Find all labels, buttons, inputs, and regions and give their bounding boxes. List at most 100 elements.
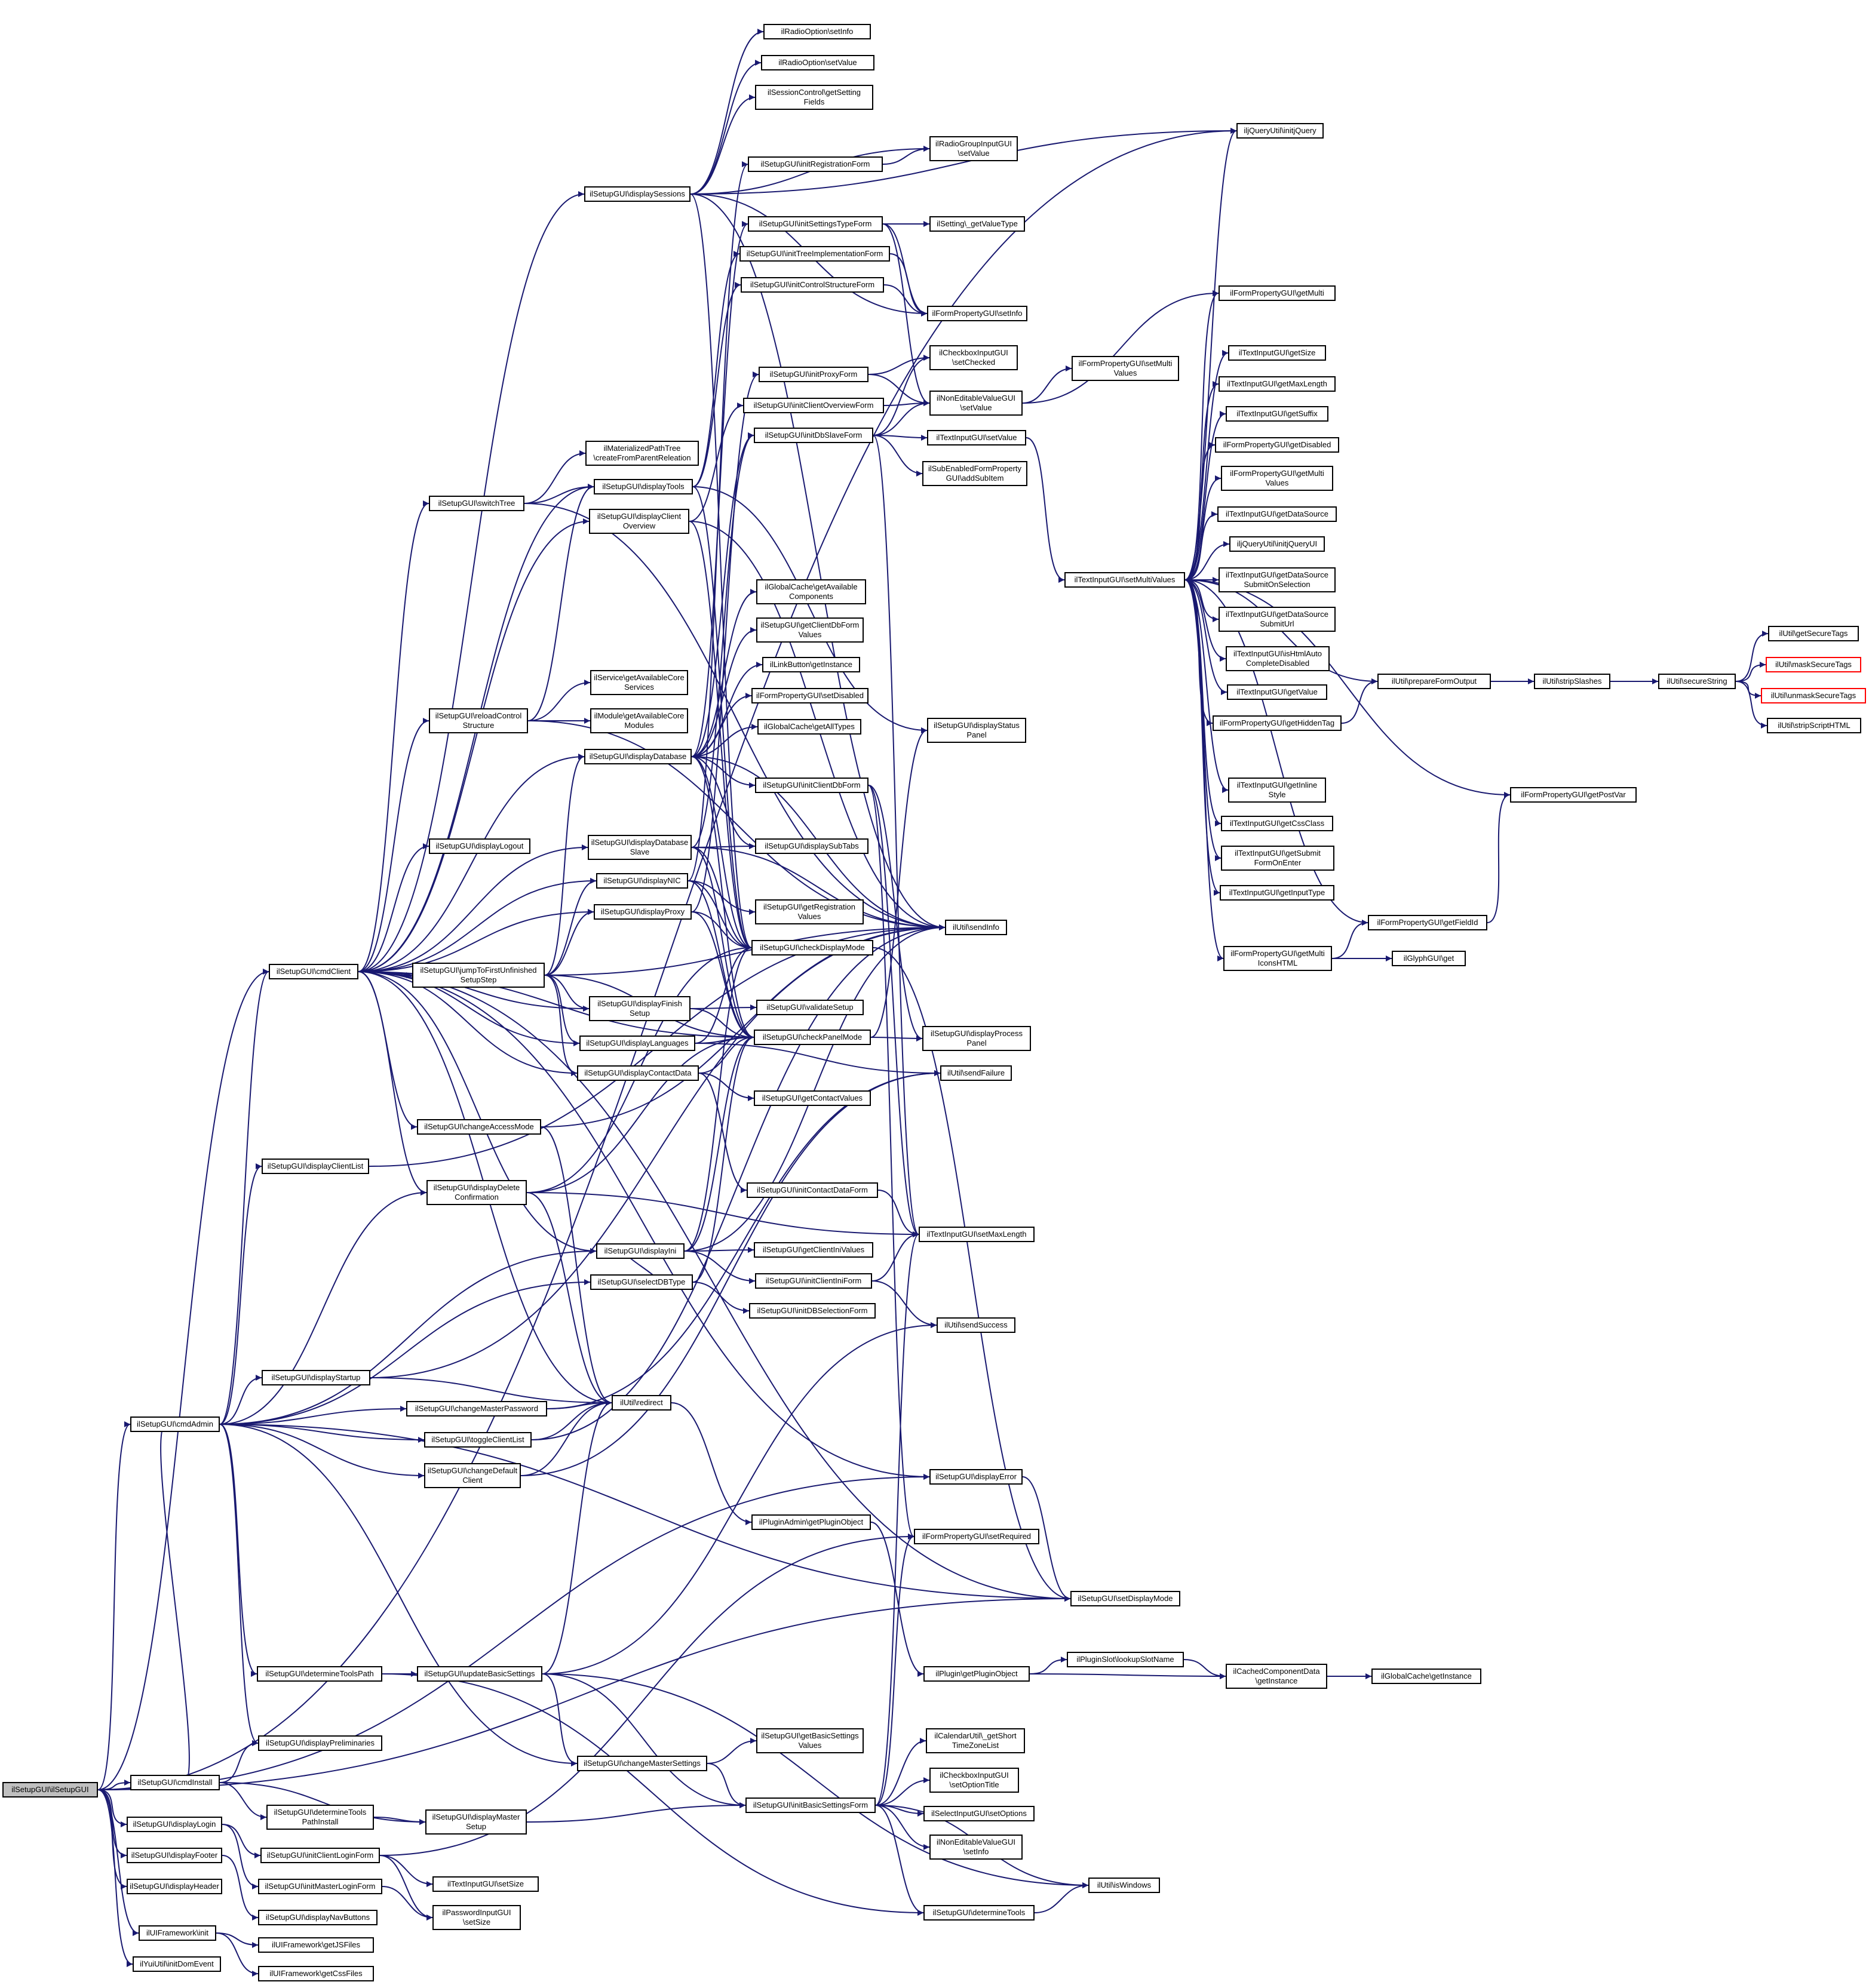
node-unmaskSecureTags[interactable]: ilUtil\unmaskSecureTags — [1761, 688, 1866, 703]
node-displayNIC[interactable]: ilSetupGUI\displayNIC — [596, 873, 688, 889]
node-getMaxLength[interactable]: ilTextInputGUI\getMaxLength — [1219, 376, 1336, 392]
node-checkboxSetOptionTitle[interactable]: ilCheckboxInputGUI \setOptionTitle — [929, 1768, 1019, 1793]
node-dataSourceSubmitUrl[interactable]: ilTextInputGUI\getDataSource SubmitUrl — [1219, 607, 1336, 632]
node-sessionControl[interactable]: ilSessionControl\getSetting Fields — [755, 85, 873, 110]
node-stripScriptHTML[interactable]: ilUtil\stripScriptHTML — [1767, 718, 1861, 733]
node-changeAccessMode[interactable]: ilSetupGUI\changeAccessMode — [417, 1119, 541, 1135]
node-getInlineStyle[interactable]: ilTextInputGUI\getInline Style — [1228, 778, 1326, 803]
node-getPostVar[interactable]: ilFormPropertyGUI\getPostVar — [1510, 787, 1637, 803]
node-getInputType[interactable]: ilTextInputGUI\getInputType — [1220, 885, 1334, 901]
node-displayLogout[interactable]: ilSetupGUI\displayLogout — [429, 838, 530, 854]
node-getMultiIconsHTML[interactable]: ilFormPropertyGUI\getMulti IconsHTML — [1223, 946, 1332, 971]
node-sendSuccess[interactable]: ilUtil\sendSuccess — [937, 1317, 1015, 1333]
node-getSize[interactable]: ilTextInputGUI\getSize — [1228, 345, 1326, 361]
node-settingValueType[interactable]: ilSetting\_getValueType — [929, 216, 1025, 232]
node-displayPreliminaries[interactable]: ilSetupGUI\displayPreliminaries — [258, 1735, 382, 1751]
node-displayFooter[interactable]: ilSetupGUI\displayFooter — [127, 1848, 222, 1863]
node-pluginAdmin[interactable]: ilPluginAdmin\getPluginObject — [751, 1514, 871, 1530]
node-nonEditableSetValue[interactable]: ilNonEditableValueGUI \setValue — [929, 391, 1023, 416]
node-displayLogin[interactable]: ilSetupGUI\displayLogin — [127, 1817, 222, 1832]
node-displayProxy[interactable]: ilSetupGUI\displayProxy — [594, 904, 692, 920]
node-initClientOverviewForm[interactable]: ilSetupGUI\initClientOverviewForm — [743, 398, 884, 413]
node-initProxyForm[interactable]: ilSetupGUI\initProxyForm — [759, 367, 868, 382]
node-toggleClientList[interactable]: ilSetupGUI\toggleClientList — [424, 1432, 532, 1448]
node-serviceGetAvailable[interactable]: ilService\getAvailableCore Services — [590, 670, 688, 695]
node-updateBasicSettings[interactable]: ilSetupGUI\updateBasicSettings — [417, 1666, 542, 1682]
node-jQueryUI[interactable]: iljQueryUtil\initjQueryUI — [1229, 536, 1325, 552]
node-pluginSlot[interactable]: ilPluginSlot\lookupSlotName — [1067, 1652, 1184, 1667]
node-dataSourceSubmitOnSelection[interactable]: ilTextInputGUI\getDataSource SubmitOnSel… — [1219, 567, 1336, 592]
node-passwordSetSize[interactable]: ilPasswordInputGUI \setSize — [432, 1905, 521, 1930]
node-displayProcessPanel[interactable]: ilSetupGUI\displayProcess Panel — [922, 1026, 1031, 1051]
node-moduleGetAvailable[interactable]: ilModule\getAvailableCore Modules — [590, 708, 688, 733]
node-nonEditableSetInfo[interactable]: ilNonEditableValueGUI \setInfo — [929, 1835, 1023, 1860]
node-globalCacheGetInstance[interactable]: ilGlobalCache\getInstance — [1371, 1669, 1481, 1684]
node-checkDisplayMode[interactable]: ilSetupGUI\checkDisplayMode — [751, 940, 873, 955]
node-displayStatusPanel[interactable]: ilSetupGUI\displayStatus Panel — [927, 718, 1026, 743]
node-initSettingsTypeForm[interactable]: ilSetupGUI\initSettingsTypeForm — [748, 216, 883, 232]
node-yuiInit[interactable]: ilYuiUtil\initDomEvent — [133, 1956, 221, 1972]
node-displayNavButtons[interactable]: ilSetupGUI\displayNavButtons — [258, 1910, 378, 1925]
node-getBasicSettingsValues[interactable]: ilSetupGUI\getBasicSettings Values — [756, 1728, 864, 1753]
node-initContactDataForm[interactable]: ilSetupGUI\initContactDataForm — [747, 1182, 878, 1198]
node-formPropSetInfo[interactable]: ilFormPropertyGUI\setInfo — [927, 306, 1027, 321]
node-formPropSetDisabled[interactable]: ilFormPropertyGUI\setDisabled — [751, 688, 868, 703]
node-getValue[interactable]: ilTextInputGUI\getValue — [1227, 684, 1327, 700]
node-getClientIniValues[interactable]: ilSetupGUI\getClientIniValues — [754, 1242, 873, 1258]
node-calendarUtil[interactable]: ilCalendarUtil\_getShort TimeZoneList — [926, 1728, 1025, 1753]
node-getDisabled[interactable]: ilFormPropertyGUI\getDisabled — [1215, 437, 1339, 453]
node-getSuffix[interactable]: ilTextInputGUI\getSuffix — [1226, 406, 1328, 422]
node-initClientLoginForm[interactable]: ilSetupGUI\initClientLoginForm — [260, 1848, 380, 1863]
node-displayError[interactable]: ilSetupGUI\displayError — [929, 1469, 1023, 1485]
node-changeDefaultClient[interactable]: ilSetupGUI\changeDefault Client — [424, 1463, 521, 1488]
node-secureString[interactable]: ilUtil\secureString — [1658, 674, 1736, 689]
node-textSetSize[interactable]: ilTextInputGUI\setSize — [432, 1876, 539, 1892]
node-switchTree[interactable]: ilSetupGUI\switchTree — [429, 496, 524, 511]
node-initDBSelectionForm[interactable]: ilSetupGUI\initDBSelectionForm — [749, 1303, 876, 1319]
node-getSecureTags[interactable]: ilUtil\getSecureTags — [1768, 626, 1859, 641]
node-getContactValues[interactable]: ilSetupGUI\getContactValues — [754, 1090, 871, 1106]
node-initClientDbForm[interactable]: ilSetupGUI\initClientDbForm — [755, 778, 868, 793]
node-formPropSetRequired[interactable]: ilFormPropertyGUI\setRequired — [914, 1529, 1039, 1544]
node-determineTools[interactable]: ilSetupGUI\determineTools — [923, 1905, 1035, 1921]
node-displayClientList[interactable]: ilSetupGUI\displayClientList — [262, 1159, 369, 1174]
node-displayIni[interactable]: ilSetupGUI\displayIni — [596, 1243, 685, 1259]
node-validateSetup[interactable]: ilSetupGUI\validateSetup — [756, 1000, 864, 1015]
node-displaySessions[interactable]: ilSetupGUI\displaySessions — [584, 186, 690, 202]
node-prepareFormOutput[interactable]: ilUtil\prepareFormOutput — [1377, 674, 1491, 689]
node-stripSlashes[interactable]: ilUtil\stripSlashes — [1534, 674, 1610, 689]
node-initMasterLoginForm[interactable]: ilSetupGUI\initMasterLoginForm — [258, 1879, 382, 1894]
node-cmdAdmin[interactable]: ilSetupGUI\cmdAdmin — [130, 1417, 220, 1432]
node-displayDeleteConfirmation[interactable]: ilSetupGUI\displayDelete Confirmation — [426, 1180, 527, 1205]
node-displayContactData[interactable]: ilSetupGUI\displayContactData — [577, 1065, 699, 1081]
node-checkboxSetChecked[interactable]: ilCheckboxInputGUI \setChecked — [929, 345, 1018, 370]
node-glyphGet[interactable]: ilGlyphGUI\get — [1392, 951, 1466, 966]
node-getMulti[interactable]: ilFormPropertyGUI\getMulti — [1219, 285, 1336, 301]
node-selectDBType[interactable]: ilSetupGUI\selectDBType — [590, 1274, 693, 1290]
node-pluginGetPluginObject[interactable]: ilPlugin\getPluginObject — [923, 1666, 1030, 1682]
node-displayHeader[interactable]: ilSetupGUI\displayHeader — [127, 1879, 222, 1894]
node-root[interactable]: ilSetupGUI\ilSetupGUI — [2, 1782, 98, 1798]
node-displayFinishSetup[interactable]: ilSetupGUI\displayFinish Setup — [589, 996, 690, 1021]
node-getRegistrationValues[interactable]: ilSetupGUI\getRegistration Values — [755, 899, 864, 924]
node-determineToolsPathInstall[interactable]: ilSetupGUI\determineTools PathInstall — [266, 1805, 374, 1830]
node-initDbSlaveForm[interactable]: ilSetupGUI\initDbSlaveForm — [754, 428, 873, 443]
node-linkButton[interactable]: ilLinkButton\getInstance — [762, 657, 860, 672]
node-getDataSource[interactable]: ilTextInputGUI\getDataSource — [1217, 506, 1337, 522]
node-displayStartup[interactable]: ilSetupGUI\displayStartup — [262, 1370, 370, 1385]
node-getCssFiles[interactable]: ilUIFramework\getCssFiles — [258, 1966, 374, 1981]
node-displayTools[interactable]: ilSetupGUI\displayTools — [594, 479, 693, 494]
node-initTreeImplementationForm[interactable]: ilSetupGUI\initTreeImplementationForm — [739, 246, 890, 262]
node-changeMasterPassword[interactable]: ilSetupGUI\changeMasterPassword — [406, 1401, 547, 1417]
node-textSetMaxLength[interactable]: ilTextInputGUI\setMaxLength — [919, 1227, 1035, 1242]
node-setMultiValues[interactable]: ilTextInputGUI\setMultiValues — [1064, 572, 1185, 588]
node-setDisplayMode[interactable]: ilSetupGUI\setDisplayMode — [1070, 1591, 1180, 1606]
node-getCssClass[interactable]: ilTextInputGUI\getCssClass — [1221, 816, 1333, 831]
node-getJSFiles[interactable]: ilUIFramework\getJSFiles — [258, 1937, 374, 1953]
node-getFieldId[interactable]: ilFormPropertyGUI\getFieldId — [1368, 915, 1487, 930]
node-uiInit[interactable]: ilUIFramework\init — [139, 1925, 216, 1941]
node-textSetValue[interactable]: ilTextInputGUI\setValue — [927, 430, 1026, 445]
node-displayMasterSetup[interactable]: ilSetupGUI\displayMaster Setup — [425, 1809, 527, 1835]
node-isHtmlAutoComplete[interactable]: ilTextInputGUI\isHtmlAuto CompleteDisabl… — [1226, 646, 1330, 671]
node-radioSetValue[interactable]: ilRadioOption\setValue — [761, 55, 874, 70]
